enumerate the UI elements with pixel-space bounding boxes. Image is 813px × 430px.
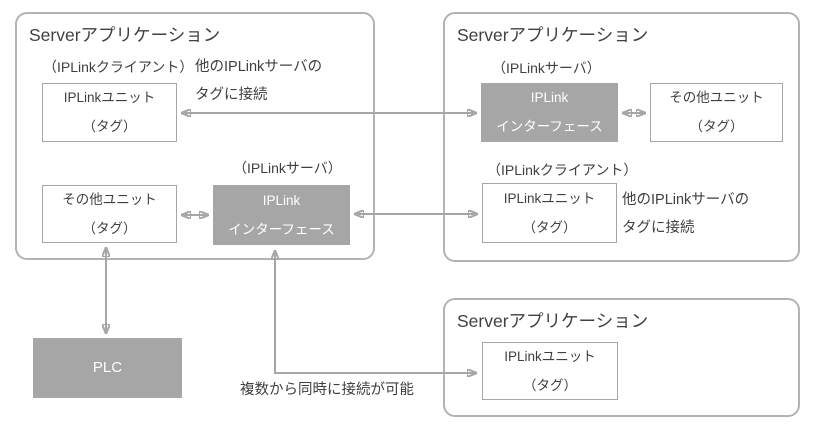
node-iplink-unit-top-right: IPLinkユニット （タグ）: [482, 183, 617, 243]
caption-iplink-client: （IPLinkクライアント）: [487, 162, 638, 178]
node-label-line1: PLC: [92, 359, 123, 376]
node-label-line2: インターフェース: [228, 221, 335, 237]
node-label-line2: インターフェース: [496, 119, 603, 134]
node-iplink-interface-top-left: IPLink インターフェース: [213, 185, 350, 245]
caption-iplink-client: （IPLinkクライアント）: [43, 59, 194, 75]
server-app-title: Serverアプリケーション: [29, 25, 221, 45]
server-app-title: Serverアプリケーション: [457, 25, 649, 45]
annotation-line1: 他のIPLinkサーバの: [622, 192, 750, 208]
server-app-box-top-left: Serverアプリケーション: [15, 12, 375, 260]
node-label-line1: IPLinkユニット: [63, 90, 156, 105]
node-label-line1: その他ユニット: [669, 90, 764, 105]
node-label-line1: IPLink: [262, 192, 301, 208]
node-label-line1: IPLink: [530, 90, 569, 105]
node-label-line2: （タグ）: [522, 219, 577, 235]
node-label-line2: （タグ）: [82, 220, 137, 236]
node-plc: PLC: [33, 338, 182, 398]
node-iplink-interface-top-right: IPLink インターフェース: [481, 83, 618, 142]
node-iplink-unit-bottom-right: IPLinkユニット （タグ）: [482, 342, 618, 400]
node-label-line1: IPLinkユニット: [504, 348, 596, 364]
node-iplink-unit-top-left: IPLinkユニット （タグ）: [42, 83, 177, 142]
annotation-line2: タグに接続: [195, 87, 268, 103]
caption-iplink-server: （IPLinkサーバ）: [233, 160, 342, 176]
node-other-unit-top-left: その他ユニット （タグ）: [42, 185, 177, 243]
annotation-connect-left: 他のIPLinkサーバの タグに接続: [195, 53, 322, 109]
node-other-unit-top-right: その他ユニット （タグ）: [650, 83, 783, 142]
node-label-line2: （タグ）: [82, 119, 137, 134]
server-app-title: Serverアプリケーション: [457, 311, 649, 331]
annotation-line2: タグに接続: [622, 220, 695, 236]
node-label-line1: その他ユニット: [62, 191, 157, 207]
node-label-line2: （タグ）: [523, 377, 577, 393]
server-app-box-top-right: Serverアプリケーション: [443, 12, 800, 262]
node-label-line1: IPLinkユニット: [503, 190, 596, 206]
annotation-multi-connect: 複数から同時に接続が可能: [240, 382, 414, 398]
annotation-line1: 他のIPLinkサーバの: [195, 59, 323, 75]
node-label-line2: （タグ）: [689, 119, 744, 134]
caption-iplink-server: （IPLinkサーバ）: [492, 60, 601, 76]
annotation-connect-right: 他のIPLinkサーバの タグに接続: [622, 186, 749, 242]
